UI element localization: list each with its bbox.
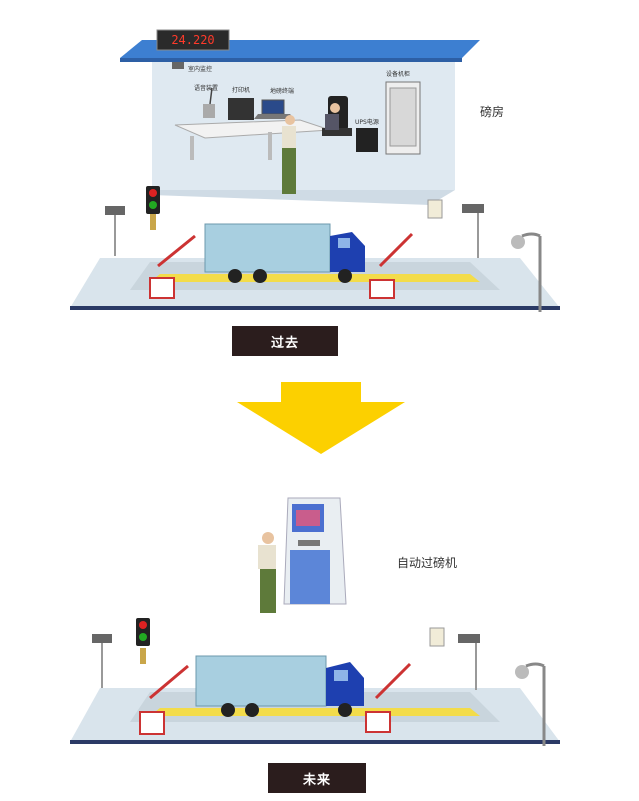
barrier-arm-right	[374, 662, 412, 700]
label-ups: UPS电源	[355, 118, 379, 126]
red-light-icon	[149, 189, 157, 197]
label-cabinet: 设备机柜	[386, 70, 410, 78]
worker-shirt	[258, 545, 276, 569]
container	[195, 655, 327, 707]
card-reader	[140, 648, 146, 664]
container	[204, 223, 331, 273]
barrier-base-right	[365, 711, 391, 733]
cabinet-door	[389, 87, 417, 147]
kiosk-slot	[298, 540, 320, 546]
worker-shirt	[282, 126, 296, 148]
terminal	[261, 99, 285, 115]
platform-stripe	[150, 274, 480, 282]
desk-leg	[268, 132, 272, 160]
future-scene: 自动过磅机	[0, 470, 639, 760]
down-arrow-icon	[237, 382, 405, 454]
terminal-base	[254, 114, 294, 119]
room-floor	[152, 190, 455, 205]
future-scene-illustration	[70, 497, 560, 746]
red-light-icon	[139, 621, 147, 629]
worker-pants	[260, 569, 276, 613]
past-scene: 室内监控 语音装置 打印机 地磅终端 设备机柜 UPS电源 24.220 磅房	[0, 0, 639, 320]
dome-camera-icon	[515, 665, 529, 679]
ups	[356, 128, 378, 152]
ground-edge	[70, 740, 560, 744]
barrier-base-left	[139, 711, 165, 735]
desk-leg	[190, 136, 194, 160]
roof-edge	[120, 58, 462, 62]
chair-seat	[322, 128, 352, 136]
caption-future: 未来	[268, 763, 366, 793]
room-label: 磅房	[480, 105, 505, 119]
microphone	[209, 87, 213, 105]
worker-pants	[282, 148, 296, 194]
truck-window	[338, 238, 350, 248]
intercom-panel	[427, 199, 443, 219]
dome-camera-arm	[521, 232, 541, 238]
barrier-base-left	[149, 277, 175, 299]
caption-past: 过去	[232, 326, 338, 356]
green-light-icon	[139, 633, 147, 641]
platform-stripe	[150, 708, 480, 716]
voice-device	[203, 104, 215, 118]
truck-wheel	[338, 703, 352, 717]
camera-right-icon	[458, 634, 480, 643]
truck-window	[334, 670, 348, 681]
worker-head	[262, 532, 274, 544]
green-light-icon	[149, 201, 157, 209]
label-voice-device: 语音装置	[194, 84, 218, 92]
worker-head	[285, 115, 295, 125]
label-indoor-monitor: 室内监控	[188, 65, 212, 73]
barrier-arm-right	[378, 232, 414, 268]
label-printer: 打印机	[232, 86, 250, 94]
seated-operator-head	[330, 103, 340, 113]
past-scene-illustration: 室内监控 语音装置 打印机 地磅终端 设备机柜 UPS电源	[70, 29, 560, 312]
ground-edge	[70, 306, 560, 310]
dome-camera-arm	[525, 662, 545, 668]
barrier-base-right	[369, 279, 395, 299]
barrier-arm-left	[149, 664, 189, 700]
intercom-panel	[429, 627, 445, 647]
indoor-camera-icon	[172, 62, 184, 69]
printer	[228, 98, 254, 120]
card-reader	[150, 214, 156, 230]
camera-left-icon	[105, 206, 125, 215]
camera-left-icon	[92, 634, 112, 643]
label-terminal: 地磅终端	[270, 87, 294, 95]
kiosk-lower-panel	[290, 550, 330, 604]
led-display	[156, 29, 230, 51]
truck-wheel	[245, 703, 259, 717]
dome-camera-icon	[511, 235, 525, 249]
truck-wheel	[221, 703, 235, 717]
truck-wheel	[253, 269, 267, 283]
truck-wheel	[228, 269, 242, 283]
barrier-arm-left	[157, 234, 196, 268]
kiosk-label: 自动过磅机	[397, 556, 458, 570]
kiosk-screen-content	[296, 510, 320, 526]
camera-right-icon	[462, 204, 484, 213]
led-display-value: 24.220	[171, 33, 215, 47]
truck-cab	[326, 662, 364, 706]
seated-operator-body	[325, 114, 339, 130]
truck-wheel	[338, 269, 352, 283]
